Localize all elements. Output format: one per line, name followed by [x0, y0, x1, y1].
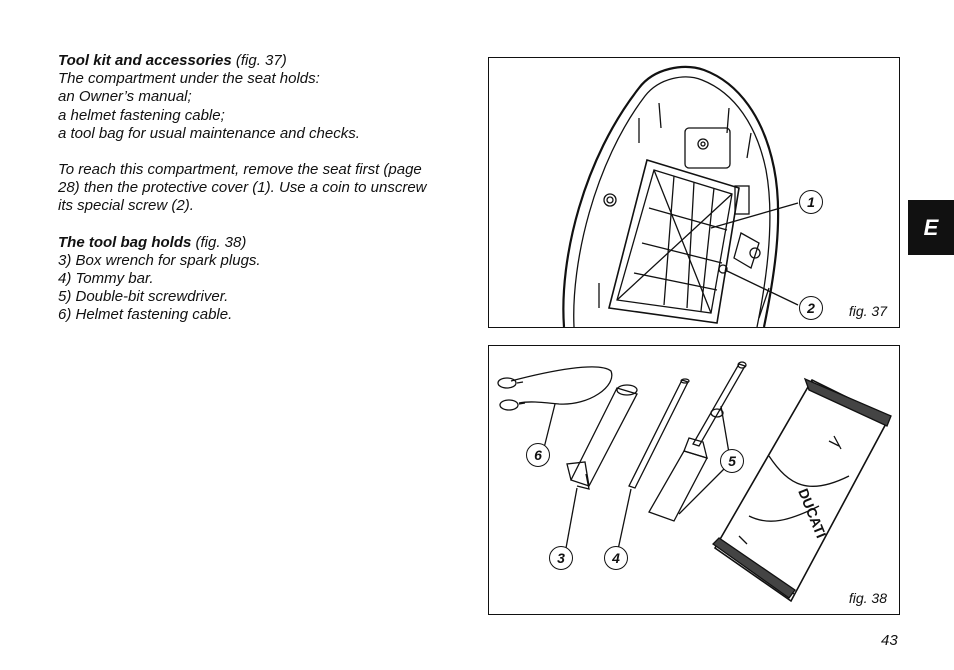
- section-heading-tool-bag: The tool bag holds (fig. 38): [58, 234, 468, 252]
- callout-4: 4: [604, 546, 628, 570]
- heading-text: The tool bag holds: [58, 233, 192, 251]
- paragraph-line: a helmet fastening cable;: [58, 106, 225, 124]
- paragraph-line: The compartment under the seat holds:: [58, 70, 320, 88]
- callout-6: 6: [526, 443, 550, 467]
- callout-2: 2: [799, 296, 823, 320]
- section-heading-tool-kit: Tool kit and accessories (fig. 37): [58, 52, 468, 70]
- paragraph-line: its special screw (2).: [58, 197, 194, 215]
- figure-caption: fig. 37: [848, 303, 887, 319]
- figure-38: DUCATI 6 5 3 4 fig. 38: [488, 345, 900, 615]
- callout-5: 5: [720, 449, 744, 473]
- heading-text: Tool kit and accessories: [58, 52, 232, 69]
- list-item: 3) Box wrench for spark plugs.: [58, 251, 261, 269]
- bag-brand-text: DUCATI: [795, 486, 829, 540]
- callout-3: 3: [549, 546, 573, 570]
- page-number: 43: [881, 632, 898, 649]
- figure-reference: (fig. 38): [195, 233, 247, 251]
- tool-bag-illustration: DUCATI: [497, 361, 892, 603]
- list-item: 5) Double-bit screwdriver.: [58, 288, 229, 306]
- figure-37: 1 2 fig. 37: [488, 57, 900, 328]
- figure-reference: (fig. 37): [235, 52, 287, 69]
- list-item: 6) Helmet fastening cable.: [58, 306, 233, 324]
- paragraph-line: an Owner’s manual;: [58, 88, 192, 106]
- body-text: Tool kit and accessories (fig. 37) The c…: [58, 52, 468, 325]
- paragraph-line: a tool bag for usual maintenance and che…: [58, 124, 360, 142]
- paragraph-line: 28) then the protective cover (1). Use a…: [58, 179, 427, 197]
- paragraph-line: To reach this compartment, remove the se…: [58, 161, 422, 179]
- list-item: 4) Tommy bar.: [58, 270, 154, 288]
- language-tab: E: [908, 200, 954, 255]
- callout-1: 1: [799, 190, 823, 214]
- seat-compartment-illustration: [562, 66, 799, 327]
- figure-caption: fig. 38: [848, 590, 887, 606]
